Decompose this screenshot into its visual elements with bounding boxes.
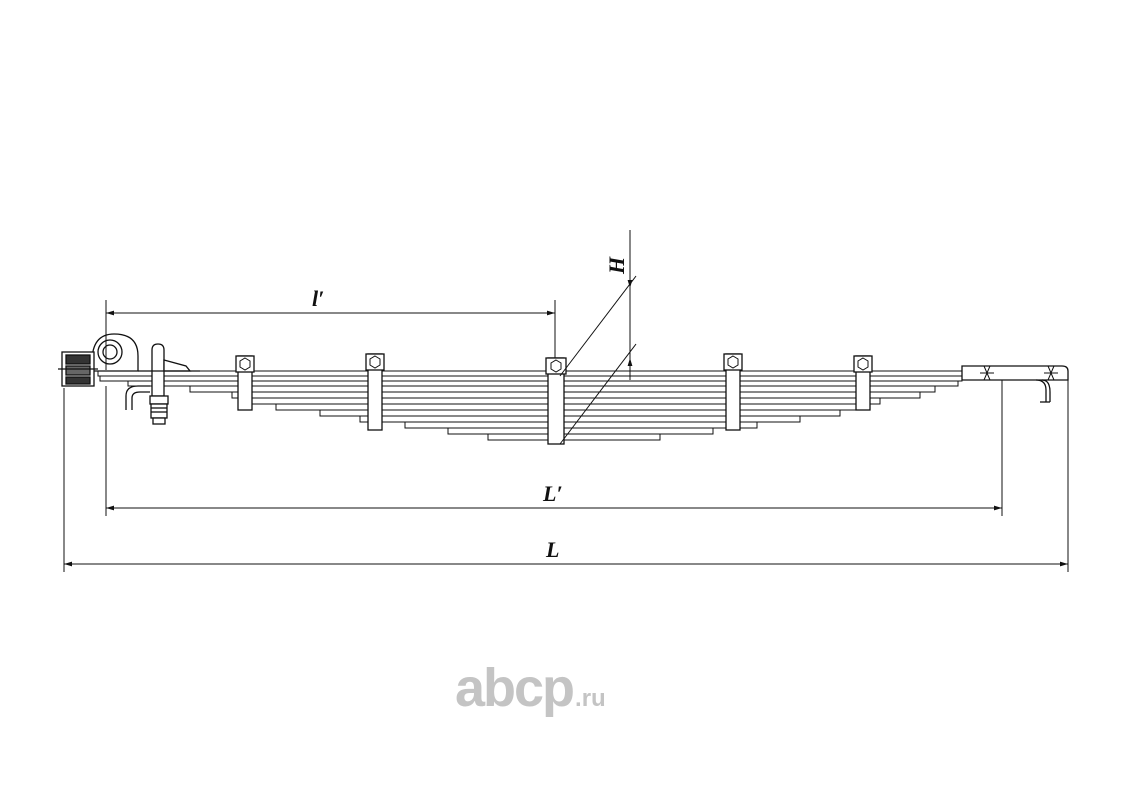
- watermark-tld: .ru: [575, 685, 606, 712]
- watermark-brand: abcp: [455, 658, 575, 718]
- H-diagonal-lower: [559, 343, 637, 445]
- left-eye-assembly: [58, 333, 200, 425]
- clamp-bolt-heads: [239, 355, 869, 373]
- H-diagonal-upper: [559, 275, 637, 377]
- label-l-prime: l′: [312, 286, 324, 311]
- watermark-logo: abcp.ru: [455, 660, 655, 720]
- label-L: L: [545, 537, 559, 562]
- right-end-assembly: [961, 365, 1069, 403]
- dimension-lines: [63, 230, 1069, 572]
- leaf-7: [275, 403, 862, 411]
- leaf-11: [447, 427, 714, 435]
- clamp-bands: [235, 353, 873, 445]
- leaf-8: [319, 409, 841, 417]
- leaf-12: [487, 433, 661, 441]
- label-L-prime: L′: [542, 481, 563, 506]
- leaf-2: [99, 375, 963, 382]
- leaf-5: [231, 391, 921, 399]
- label-H: H: [604, 256, 629, 275]
- leaf-10: [404, 421, 758, 429]
